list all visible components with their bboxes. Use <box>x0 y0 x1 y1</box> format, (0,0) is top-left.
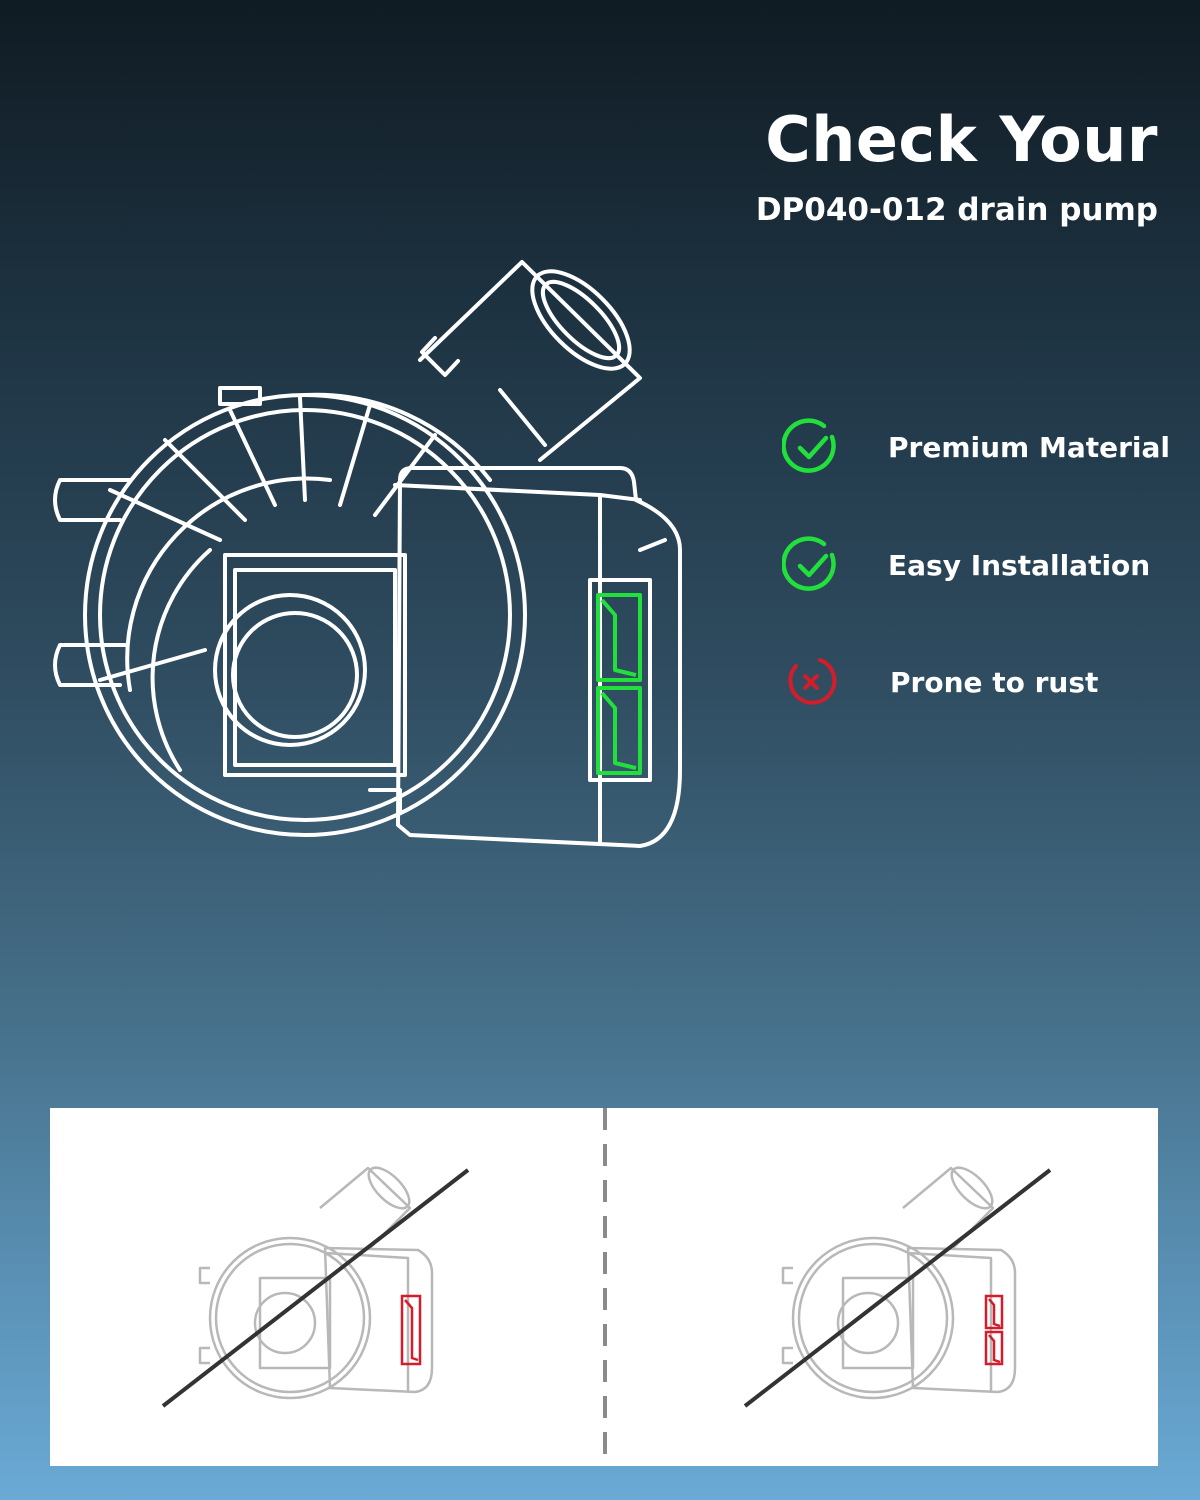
check-circle-icon <box>782 536 836 591</box>
comparison-left <box>50 1108 603 1466</box>
feature-premium-material: Premium Material <box>782 417 1192 477</box>
comparison-panel <box>50 1108 1158 1466</box>
dashed-divider <box>603 1108 607 1466</box>
feature-easy-installation: Easy Installation <box>782 535 1192 595</box>
feature-label: Prone to rust <box>890 665 1099 699</box>
page-title: Check Your <box>765 103 1158 176</box>
drain-pump-illustration <box>53 260 682 848</box>
product-subtitle: DP040-012 drain pump <box>755 192 1158 228</box>
check-circle-icon <box>782 418 836 473</box>
feature-label: Easy Installation <box>888 548 1151 582</box>
crossed-pump-illustration <box>743 1166 1052 1408</box>
crossed-pump-illustration <box>161 1166 470 1408</box>
comparison-right <box>605 1108 1158 1466</box>
cross-circle-icon <box>788 658 837 705</box>
feature-prone-to-rust: Prone to rust <box>782 652 1192 712</box>
feature-label: Premium Material <box>888 430 1170 464</box>
